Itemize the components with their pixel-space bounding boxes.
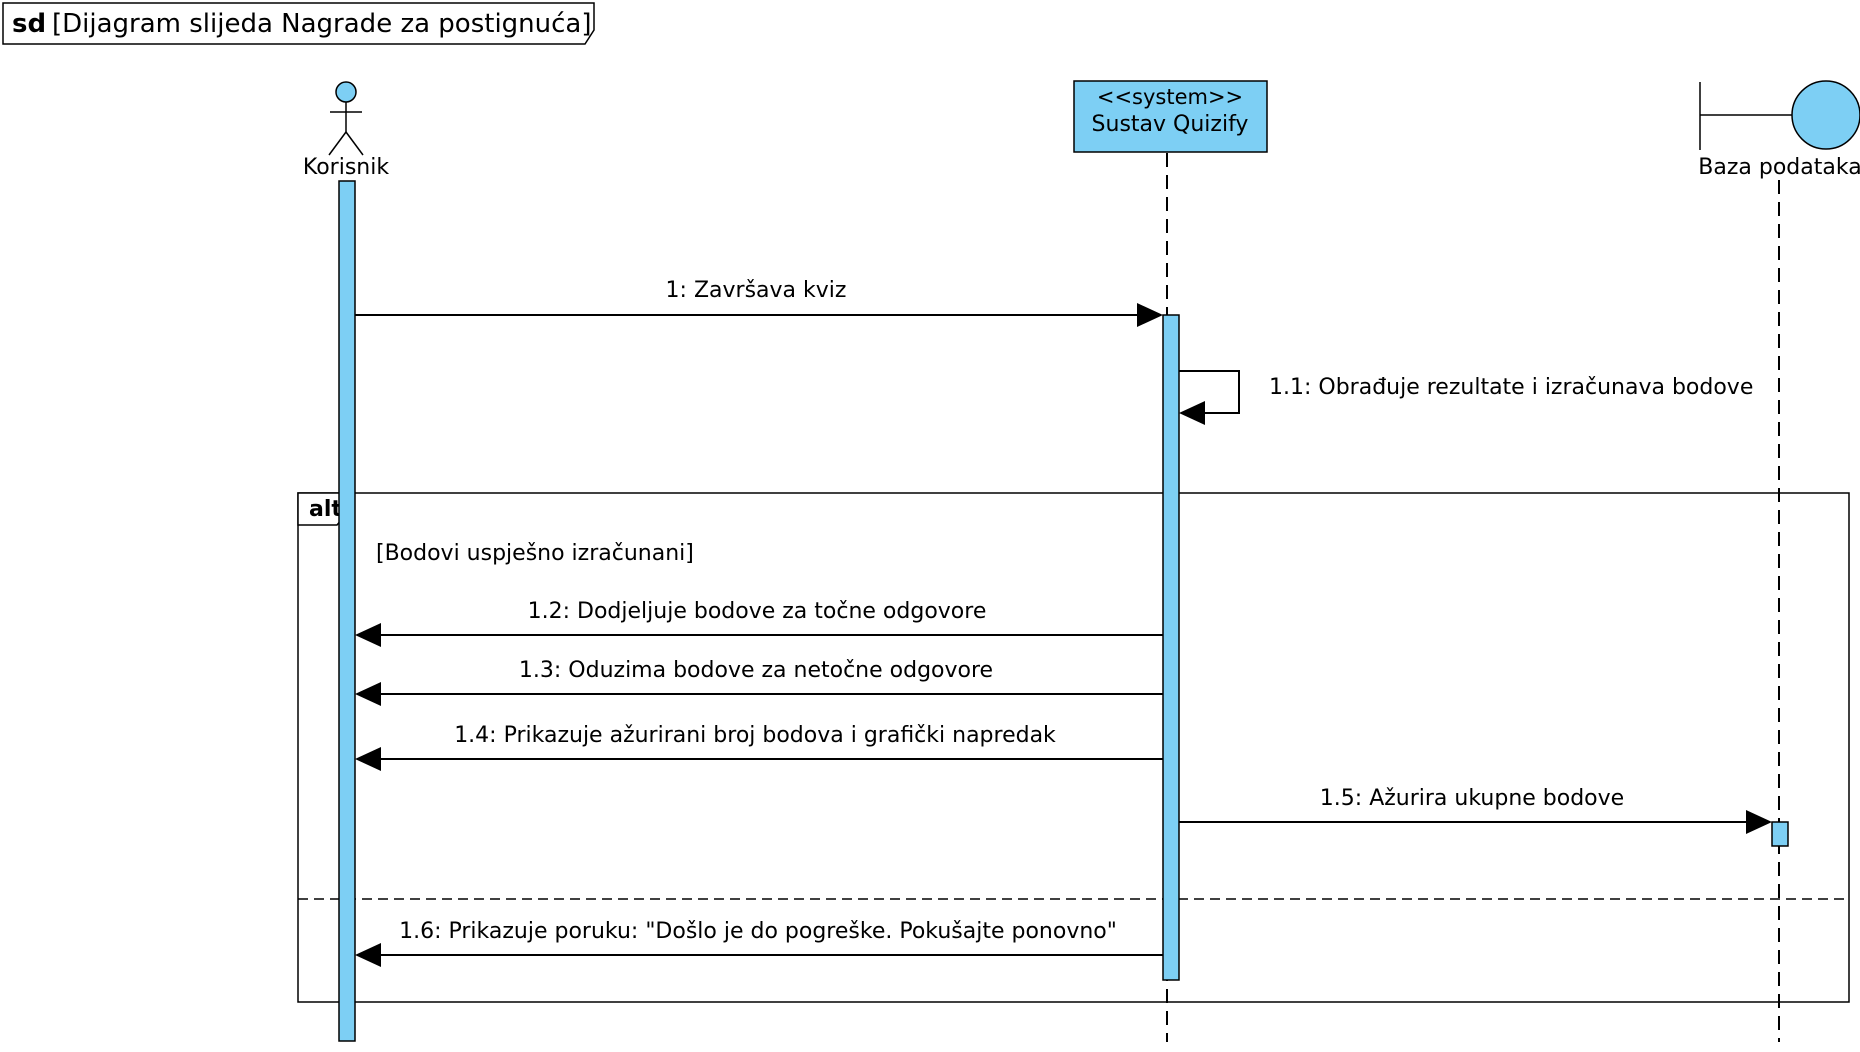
message-1-3: 1.3: Oduzima bodove za netočne odgovore [355, 658, 1163, 706]
participant-system: <<system>> Sustav Quizify [1073, 80, 1268, 153]
message-1-5: 1.5: Ažurira ukupne bodove [1179, 786, 1772, 834]
boundary-circle [1791, 80, 1860, 150]
alt-operator: alt [309, 497, 342, 522]
message-label: 1.6: Prikazuje poruku: "Došlo je do pogr… [399, 919, 1117, 944]
self-message-line [1179, 370, 1240, 414]
arrow-head [355, 943, 381, 967]
message-label: 1: Završava kviz [666, 278, 847, 303]
frame-label-tab [2, 2, 595, 45]
message-1-1: 1.1: Obrađuje rezultate i izračunava bod… [1179, 370, 1753, 425]
frame-keyword: sd [12, 9, 46, 39]
system-activation-bar [1162, 314, 1180, 981]
frame-title: [Dijagram slijeda Nagrade za postignuća] [52, 9, 592, 39]
message-label: 1.1: Obrađuje rezultate i izračunava bod… [1269, 375, 1753, 400]
db-label: Baza podataka [1698, 155, 1860, 180]
message-label: 1.4: Prikazuje ažurirani broj bodova i g… [454, 723, 1056, 748]
arrow-head [355, 747, 381, 771]
alt-fragment: alt [Bodovi uspješno izračunani] [297, 492, 1850, 1003]
arrow-head [1746, 810, 1772, 834]
user-activation-bar [338, 180, 356, 1042]
arrow-head [355, 623, 381, 647]
actor-label: Korisnik [303, 155, 389, 180]
db-activation-bar [1771, 821, 1789, 847]
message-label: 1.3: Oduzima bodove za netočne odgovore [519, 658, 993, 683]
actor-korisnik: Korisnik [303, 81, 389, 180]
participant-database: Baza podataka [1698, 80, 1860, 180]
actor-head [335, 81, 357, 103]
system-label: Sustav Quizify [1092, 112, 1249, 137]
message-label: 1.2: Dodjeljuje bodove za točne odgovore [528, 599, 987, 624]
alt-frame [297, 492, 1850, 1003]
system-box [1073, 80, 1268, 153]
message-1-2: 1.2: Dodjeljuje bodove za točne odgovore [355, 599, 1163, 647]
arrow-head [1179, 401, 1205, 425]
message-label: 1.5: Ažurira ukupne bodove [1320, 786, 1624, 811]
actor-left-leg [328, 131, 347, 156]
arrow-head [355, 682, 381, 706]
message-1-4: 1.4: Prikazuje ažurirani broj bodova i g… [355, 723, 1163, 771]
message-1: 1: Završava kviz [355, 278, 1163, 327]
system-stereotype: <<system>> [1097, 85, 1243, 109]
actor-right-leg [345, 131, 364, 156]
arrow-head [1137, 303, 1163, 327]
diagram-frame: sd [Dijagram slijeda Nagrade za postignu… [2, 2, 595, 45]
alt-guard: [Bodovi uspješno izračunani] [376, 541, 694, 566]
message-1-6: 1.6: Prikazuje poruku: "Došlo je do pogr… [355, 919, 1163, 967]
